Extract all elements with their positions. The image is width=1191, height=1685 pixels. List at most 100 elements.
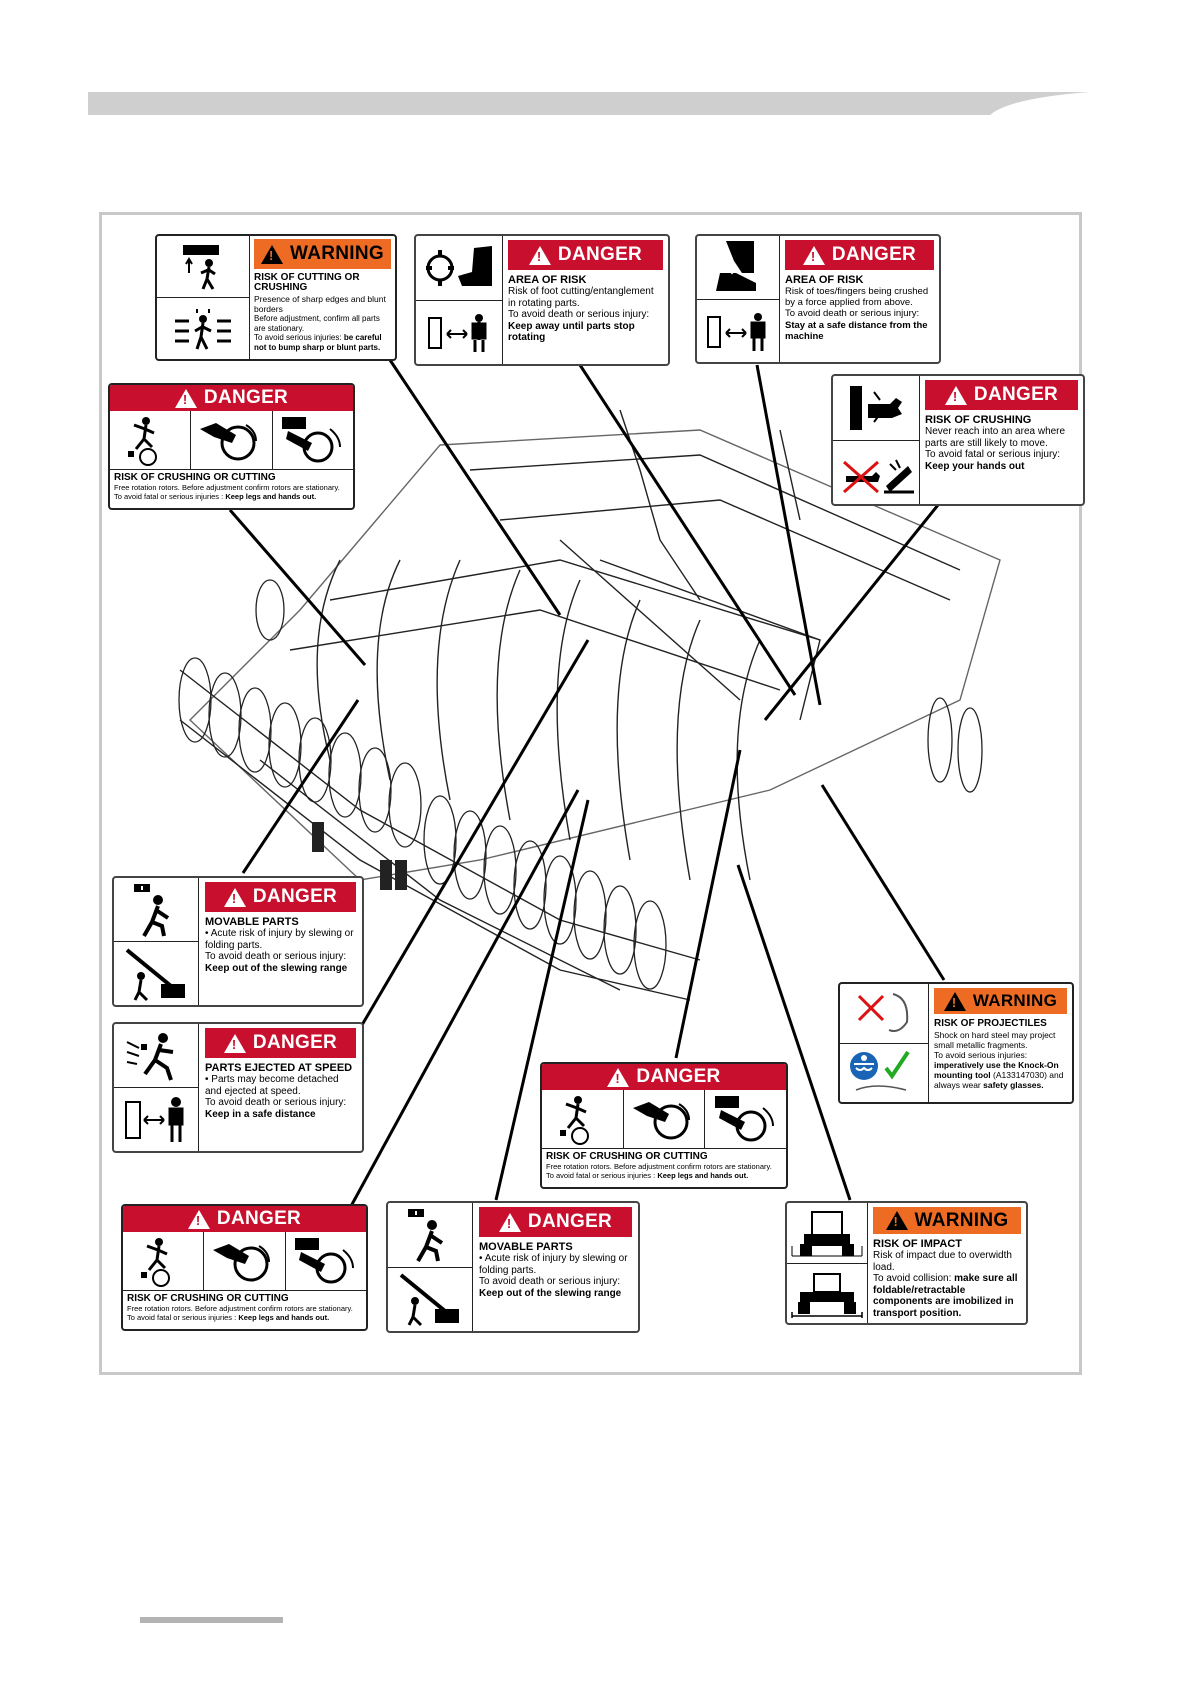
signal-word-danger: DANGER bbox=[508, 240, 663, 270]
decal-body: • Acute risk of injury by slewing or fol… bbox=[479, 1253, 628, 1276]
leg-in-rotor-pictogram bbox=[622, 1090, 705, 1148]
tractor-icon bbox=[787, 1203, 867, 1263]
decal-text-line: To avoid death or serious injury: bbox=[205, 1097, 347, 1108]
warning-triangle-icon bbox=[944, 385, 967, 405]
decal-warning-impact: WARNING RISK OF IMPACT Risk of impact du… bbox=[785, 1201, 1028, 1325]
decal-body: Never reach into an area where parts are… bbox=[925, 426, 1066, 449]
warning-triangle-icon bbox=[187, 1209, 210, 1229]
decal-instruction: safety glasses. bbox=[983, 1080, 1044, 1090]
decal-title: RISK OF CUTTING OR CRUSHING bbox=[254, 272, 360, 293]
signal-word-warning: WARNING bbox=[873, 1207, 1021, 1234]
decal-body: • Acute risk of injury by slewing or fol… bbox=[205, 928, 354, 951]
decal-body: • Parts may become detached and ejected … bbox=[205, 1074, 339, 1097]
decal-body: Risk of impact due to overwidth load. bbox=[873, 1250, 1012, 1273]
signal-word-danger: DANGER bbox=[785, 240, 934, 270]
decal-title: PARTS EJECTED AT SPEED bbox=[205, 1062, 353, 1074]
crouching-person-pictogram bbox=[114, 878, 198, 941]
signal-word-danger: DANGER bbox=[123, 1206, 366, 1232]
signal-word-danger: DANGER bbox=[925, 380, 1078, 410]
falling-person-pictogram bbox=[110, 411, 190, 469]
decal-text-line: To avoid fatal or serious injuries : bbox=[546, 1171, 658, 1180]
decal-instruction: Keep your hands out bbox=[925, 460, 1025, 472]
decal-text-line: Free rotation rotors. Before adjustment … bbox=[127, 1304, 353, 1313]
warning-triangle-icon bbox=[528, 245, 551, 265]
decal-text-line: Free rotation rotors. Before adjustment … bbox=[114, 483, 340, 492]
falling-person-pictogram bbox=[542, 1090, 623, 1148]
signal-word-danger: DANGER bbox=[479, 1207, 632, 1237]
decal-danger-movable-parts-bottom: DANGER MOVABLE PARTS • Acute risk of inj… bbox=[386, 1201, 640, 1333]
signal-word-warning: WARNING bbox=[934, 988, 1067, 1014]
foot-crush-icon bbox=[697, 236, 779, 299]
decal-text-line: To avoid serious injuries: bbox=[934, 1050, 1028, 1060]
signal-word-danger: DANGER bbox=[110, 385, 353, 411]
decal-title: AREA OF RISK bbox=[508, 274, 587, 286]
decal-title: RISK OF CRUSHING bbox=[925, 414, 1032, 426]
decal-instruction: Keep in a safe distance bbox=[205, 1108, 316, 1120]
decal-instruction: be careful not to bump sharp or blunt pa… bbox=[254, 333, 382, 352]
decal-danger-parts-ejected: DANGER PARTS EJECTED AT SPEED • Parts ma… bbox=[112, 1022, 364, 1153]
decal-instruction: Keep out of the slewing range bbox=[205, 962, 348, 974]
decal-danger-foot-entanglement: DANGER AREA OF RISK Risk of foot cutting… bbox=[414, 234, 670, 366]
decal-text-line: Presence of sharp edges and blunt border… bbox=[254, 294, 386, 314]
decal-instruction: make sure all foldable/retractable compo… bbox=[873, 1273, 1018, 1319]
signal-word-warning: WARNING bbox=[254, 239, 391, 269]
rotor-foot-pictogram bbox=[416, 236, 502, 300]
header-band bbox=[88, 92, 1090, 115]
decal-text-line: To avoid death or serious injury: bbox=[479, 1276, 621, 1287]
decal-text-line: To avoid death or serious injury: bbox=[785, 308, 920, 319]
signal-word-danger: DANGER bbox=[205, 882, 356, 912]
decal-instruction: Keep legs and hands out. bbox=[657, 1171, 749, 1180]
hand-in-rotor-pictogram bbox=[284, 1232, 366, 1290]
decal-instruction: imperatively use the Knock-On mounting t… bbox=[934, 1060, 1059, 1080]
decal-instruction: Keep out of the slewing range bbox=[479, 1287, 622, 1299]
overhead-hazard-pictogram bbox=[157, 236, 249, 297]
decal-warning-cutting-crushing: WARNING RISK OF CUTTING OR CRUSHING Pres… bbox=[155, 234, 397, 361]
warning-triangle-icon bbox=[607, 1067, 630, 1087]
safety-glasses-icon bbox=[840, 1042, 928, 1103]
decal-text-line: To avoid collision: bbox=[873, 1273, 955, 1284]
decal-text-line: To avoid fatal or serious injury: bbox=[925, 449, 1061, 460]
crouching-person-pictogram bbox=[388, 1203, 472, 1267]
decal-title: AREA OF RISK bbox=[785, 274, 864, 286]
warning-triangle-icon bbox=[943, 991, 966, 1011]
hand-in-rotor-pictogram bbox=[704, 1090, 786, 1148]
keep-distance-pictogram bbox=[697, 298, 779, 363]
leg-in-rotor-pictogram bbox=[203, 1232, 284, 1290]
decal-body: Shock on hard steel may project small me… bbox=[934, 1030, 1056, 1050]
footer-rule bbox=[140, 1617, 283, 1623]
decal-title: MOVABLE PARTS bbox=[205, 916, 299, 928]
decal-text-line: To avoid death or serious injury: bbox=[205, 951, 347, 962]
decal-title: MOVABLE PARTS bbox=[479, 1241, 573, 1253]
decal-title: RISK OF CRUSHING OR CUTTING bbox=[110, 469, 353, 483]
signal-word-danger: DANGER bbox=[542, 1064, 786, 1090]
tool-reference: (A133147030) bbox=[993, 1070, 1047, 1080]
decal-title: RISK OF PROJECTILES bbox=[934, 1018, 1047, 1029]
warning-triangle-icon bbox=[885, 1211, 908, 1230]
decal-text-line: Free rotation rotors. Before adjustment … bbox=[546, 1162, 772, 1171]
decal-danger-movable-parts-left: DANGER MOVABLE PARTS • Acute risk of inj… bbox=[112, 876, 364, 1007]
signal-word-danger: DANGER bbox=[205, 1028, 356, 1058]
decal-text-line: To avoid serious injuries: bbox=[254, 333, 344, 342]
warning-triangle-icon bbox=[802, 245, 825, 265]
decal-warning-projectiles: WARNING RISK OF PROJECTILES Shock on har… bbox=[838, 982, 1074, 1104]
no-hand-reach-pictogram bbox=[833, 439, 919, 505]
hand-in-rotor-pictogram bbox=[271, 411, 353, 469]
ejected-part-pictogram bbox=[114, 1024, 198, 1087]
keep-distance-pictogram bbox=[416, 299, 502, 365]
decal-danger-toes-crushing: DANGER AREA OF RISK Risk of toes/fingers… bbox=[695, 234, 941, 364]
decal-text-line: and always wear bbox=[934, 1070, 1064, 1090]
bump-hazard-pictogram bbox=[157, 297, 249, 359]
slewing-arm-pictogram bbox=[388, 1266, 472, 1332]
warning-triangle-icon bbox=[261, 244, 284, 264]
hand-crush-icon bbox=[833, 376, 919, 440]
warning-triangle-icon bbox=[223, 1033, 246, 1053]
decal-text-line: To avoid death or serious injury: bbox=[508, 309, 650, 320]
decal-body: Risk of toes/fingers being crushed by a … bbox=[785, 286, 929, 308]
warning-triangle-icon bbox=[174, 388, 197, 408]
decal-text-line: To avoid fatal or serious injuries : bbox=[127, 1313, 239, 1322]
keep-distance-pictogram bbox=[114, 1087, 198, 1151]
falling-person-pictogram bbox=[123, 1232, 203, 1290]
decal-danger-rotors-bottom: DANGER RISK OF CRUSHING OR CUTTING Free … bbox=[121, 1204, 368, 1331]
decal-title: RISK OF IMPACT bbox=[873, 1238, 963, 1250]
decal-body: Risk of foot cutting/entanglement in rot… bbox=[508, 286, 654, 309]
